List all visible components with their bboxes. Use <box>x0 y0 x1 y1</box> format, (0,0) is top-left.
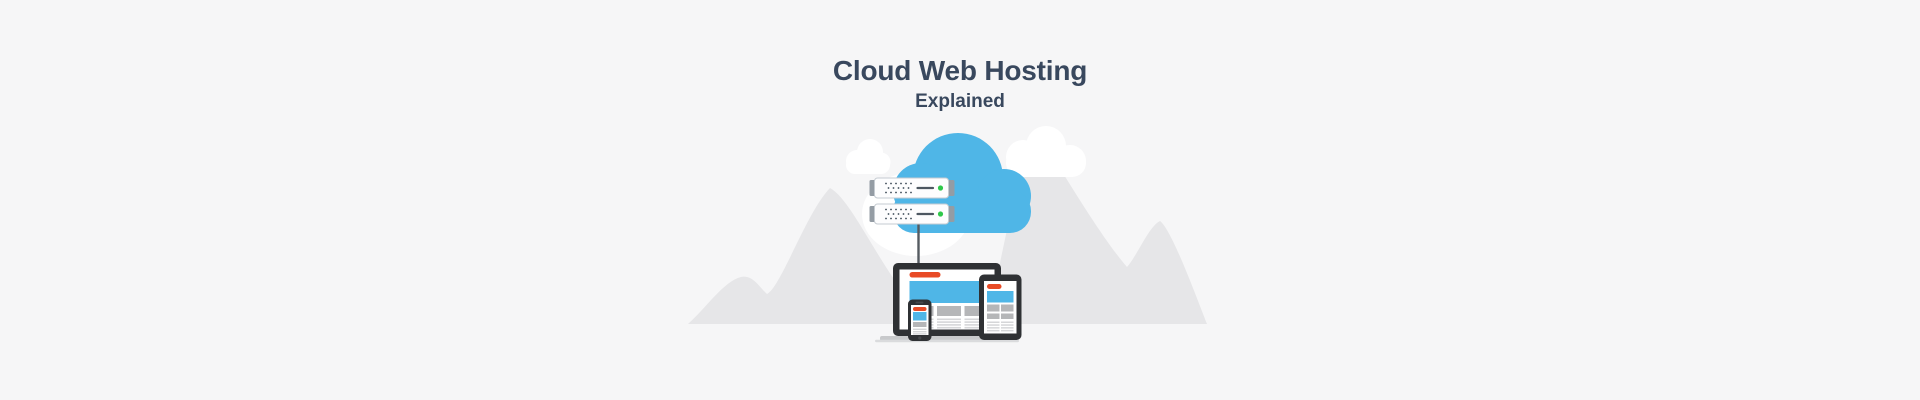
webpage-hero-block <box>909 281 989 303</box>
phone-speaker <box>915 301 924 304</box>
webpage-header-bar <box>913 307 927 311</box>
phone-home-button <box>918 336 922 340</box>
page-title: Cloud Web Hosting <box>832 55 1088 86</box>
laptop-base-lip <box>875 339 1019 343</box>
webpage-hero-block <box>987 291 1014 303</box>
tablet-icon <box>979 274 1022 340</box>
title-block: Cloud Web Hosting Explained <box>0 54 1920 114</box>
webpage-content-lines <box>913 328 927 335</box>
webpage-content-blocks <box>987 304 1014 319</box>
server-body <box>874 203 949 225</box>
server-rack-icon <box>869 177 955 199</box>
led-indicator <box>937 185 944 191</box>
mountains-background <box>688 132 1207 324</box>
led-indicator <box>937 211 944 217</box>
webpage-hero-block <box>913 312 927 321</box>
webpage-content-lines <box>987 321 1014 332</box>
cloud-hosting-illustration <box>688 126 1207 343</box>
webpage-header-bar <box>909 272 941 278</box>
webpage-content-block <box>913 322 927 327</box>
page-subtitle: Explained <box>915 90 1005 112</box>
cloud-small-icon <box>846 139 891 174</box>
smartphone-icon <box>908 299 932 341</box>
cloud-white-icon <box>1006 126 1086 177</box>
webpage-header-bar <box>987 284 1002 289</box>
server-rack-icon <box>869 203 955 225</box>
server-body <box>874 177 949 199</box>
